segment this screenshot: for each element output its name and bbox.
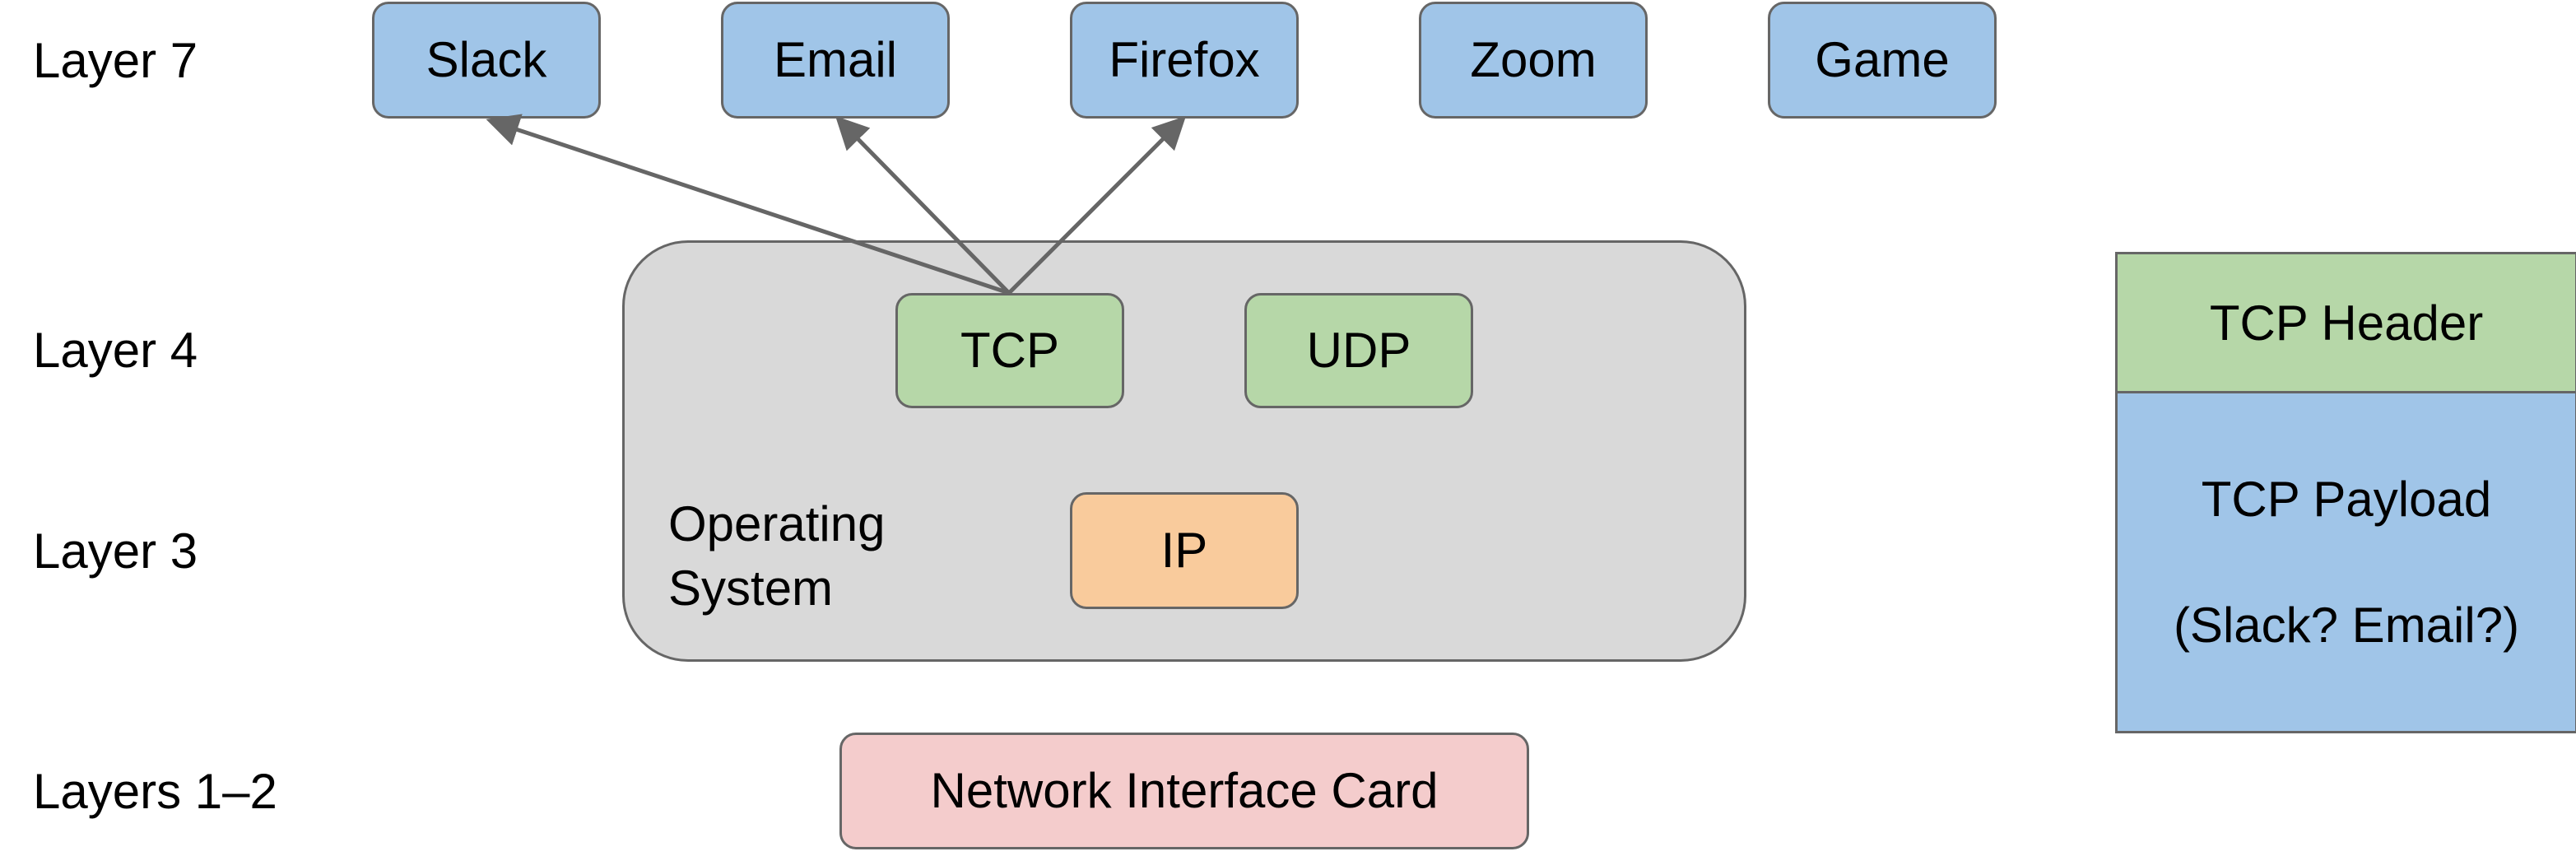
arrow-tcp-to-slack — [486, 114, 1010, 295]
layer-4-label: Layer 4 — [33, 323, 198, 378]
tcp-payload-question: (Slack? Email?) — [2173, 598, 2520, 653]
tcp-header-block: TCP Header — [2115, 252, 2576, 393]
layer-3-label: Layer 3 — [33, 523, 198, 579]
tcp-payload-block: TCP Payload (Slack? Email?) — [2115, 391, 2576, 733]
network-interface-card-box: Network Interface Card — [839, 733, 1529, 849]
arrow-tcp-to-firefox — [1007, 115, 1187, 295]
layers-1-2-label: Layers 1–2 — [33, 764, 277, 819]
app-game: Game — [1768, 2, 1997, 119]
app-zoom: Zoom — [1419, 2, 1648, 119]
operating-system-label: Operating System — [668, 492, 886, 621]
app-slack: Slack — [372, 2, 601, 119]
arrow-tcp-to-email — [835, 115, 1011, 295]
ip-box: IP — [1070, 492, 1299, 609]
app-email: Email — [721, 2, 950, 119]
os-label-line1: Operating — [668, 496, 886, 551]
tcp-payload-title: TCP Payload — [2201, 472, 2492, 527]
udp-box: UDP — [1244, 293, 1473, 408]
os-label-line2: System — [668, 561, 834, 616]
layer-7-label: Layer 7 — [33, 33, 198, 88]
tcp-box: TCP — [895, 293, 1124, 408]
